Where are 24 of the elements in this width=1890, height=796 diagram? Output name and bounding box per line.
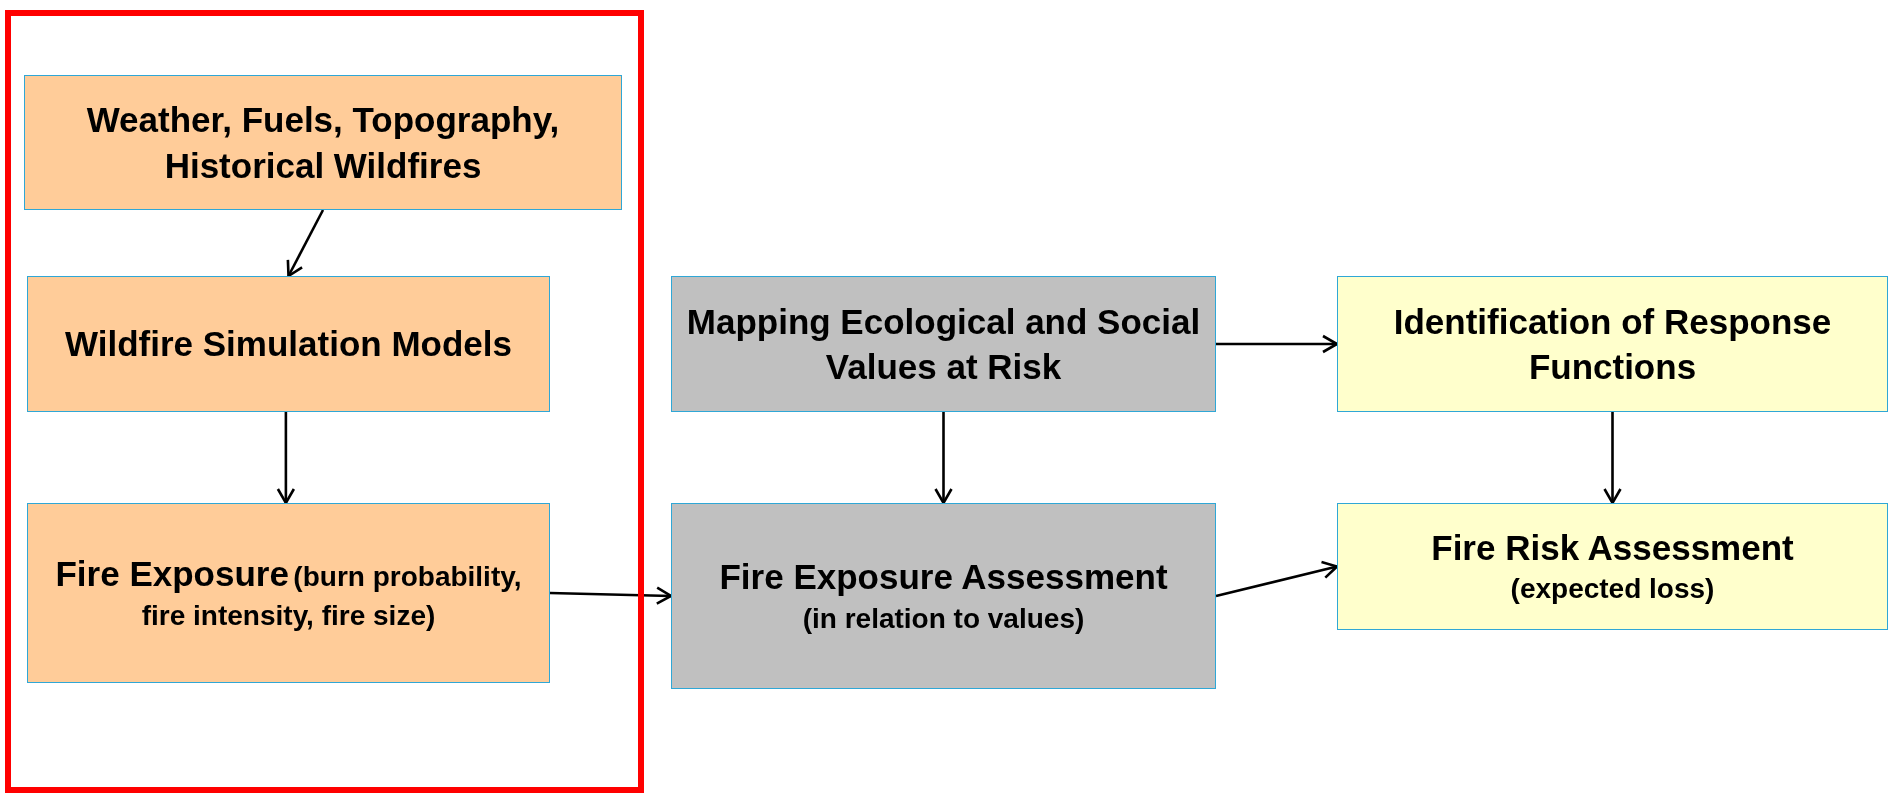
box-subtitle: (in relation to values) — [802, 601, 1085, 636]
arrow — [549, 586, 673, 605]
process-box — [1337, 276, 1888, 412]
box-title: Mapping Ecological and Social Values at Risk — [685, 300, 1202, 388]
group-frame — [5, 10, 644, 793]
box-subtitle: (expected loss) — [1510, 572, 1715, 607]
arrow — [276, 412, 296, 505]
box-title: Fire Exposure Assessment — [719, 556, 1168, 599]
box-title: Weather, Fuels, Topography, Historical Wildfires — [85, 99, 561, 187]
box-title: Fire Risk Assessment — [1431, 526, 1794, 569]
process-box — [24, 75, 622, 210]
process-box — [671, 503, 1216, 689]
arrow — [1216, 334, 1339, 354]
arrow — [934, 412, 953, 505]
arrow — [1215, 560, 1339, 598]
arrow — [1603, 412, 1622, 505]
box-text: Fire Exposure(burn probability, fire intensity, fire size) — [54, 553, 523, 633]
process-box — [27, 276, 550, 412]
box-title: Identification of Response Functions — [1392, 300, 1833, 388]
box-title: Wildfire Simulation Models — [65, 323, 512, 366]
arrow — [286, 209, 325, 278]
process-box — [1337, 503, 1888, 630]
process-box — [27, 503, 550, 683]
process-box — [671, 276, 1216, 412]
